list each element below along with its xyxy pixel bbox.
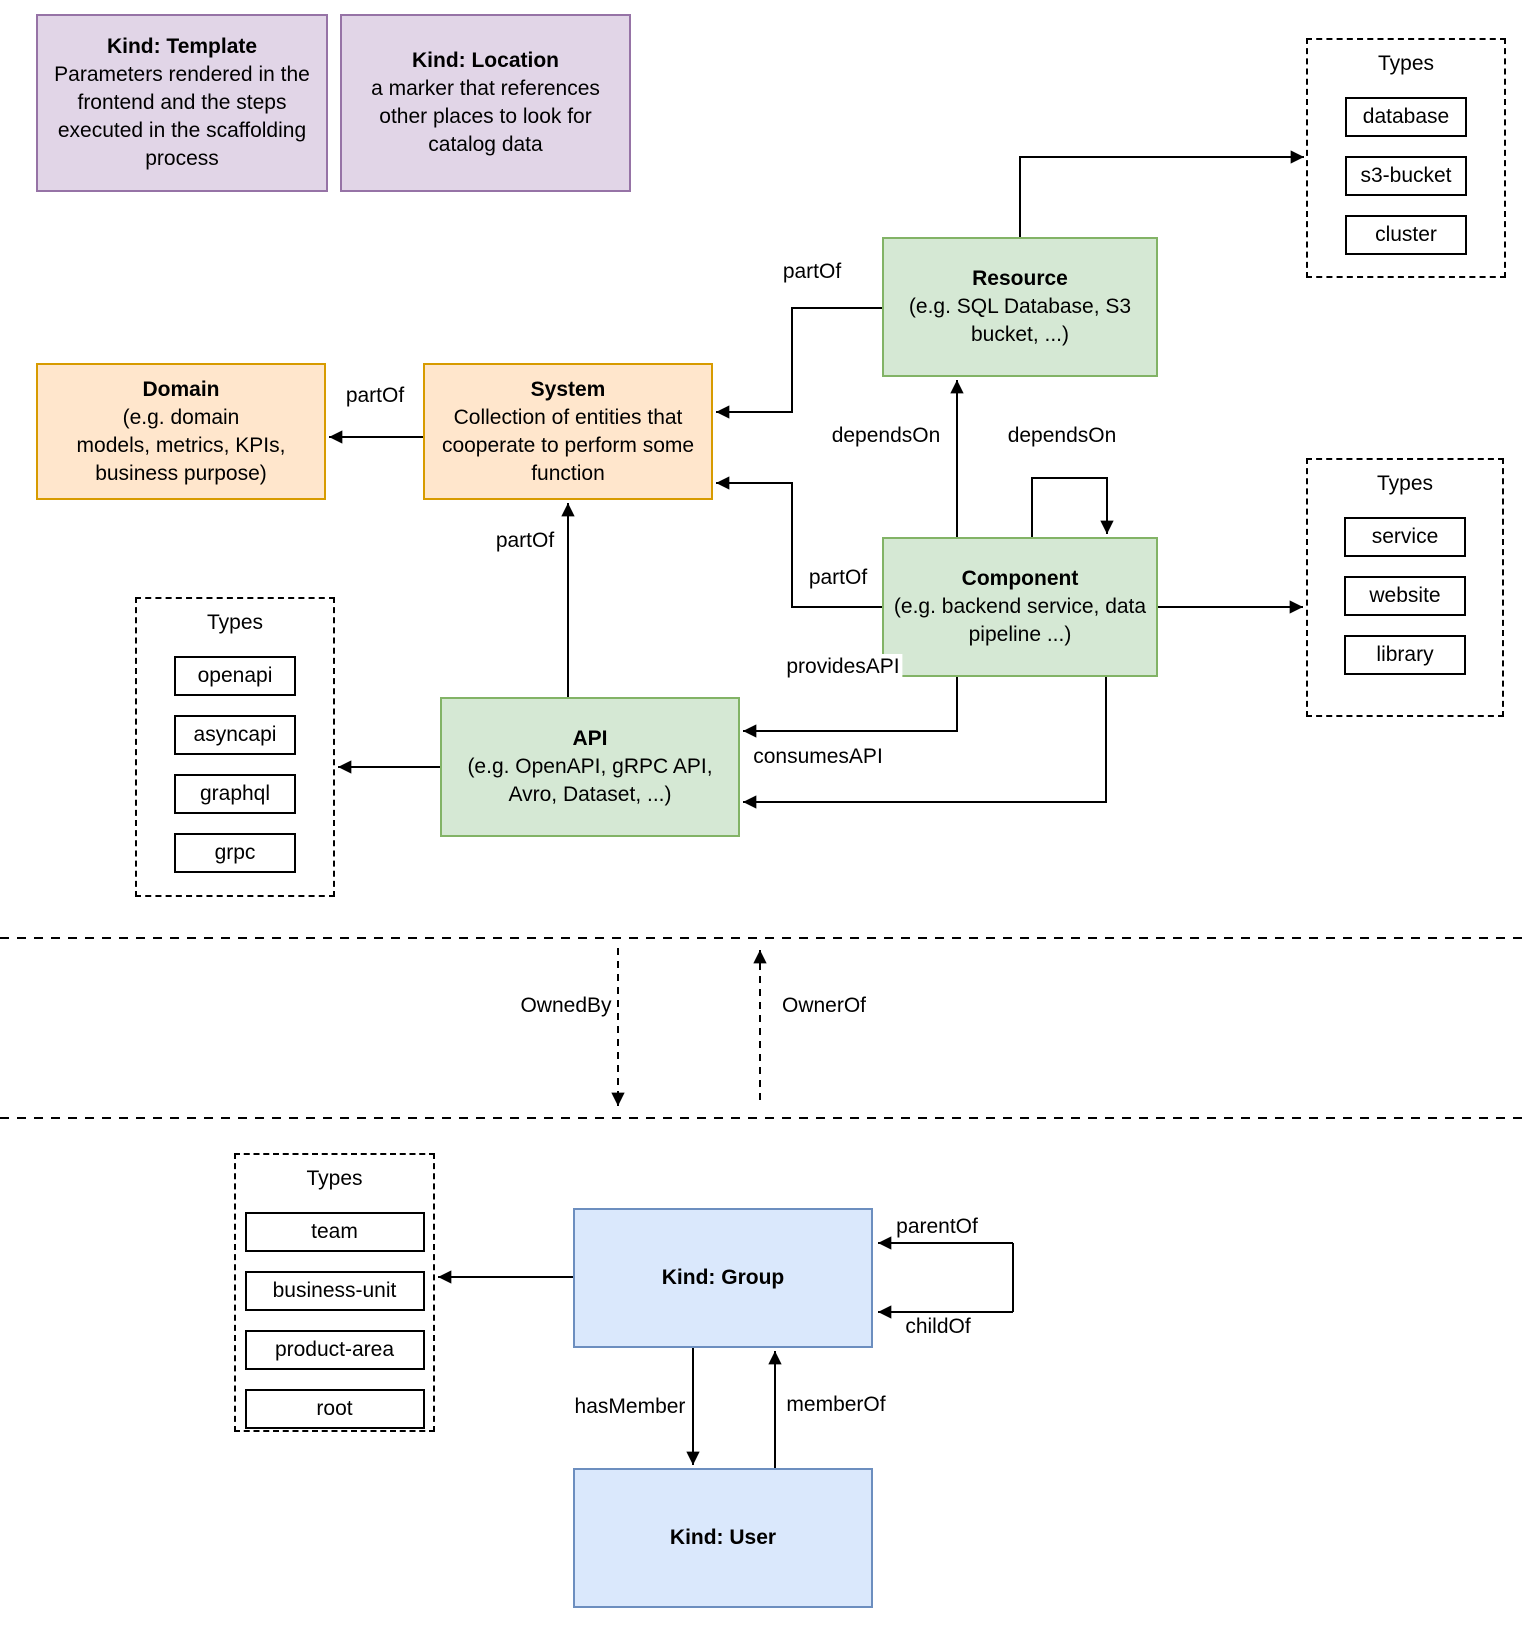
edge-label-dependson-self: dependsOn <box>1004 423 1120 449</box>
type-item: business-unit <box>244 1271 425 1311</box>
type-item: service <box>1344 517 1466 557</box>
type-item: library <box>1344 635 1466 675</box>
type-item: graphql <box>174 774 296 814</box>
type-item: database <box>1345 97 1467 137</box>
type-item: s3-bucket <box>1345 156 1467 196</box>
node-kind-template: Kind: Template Parameters rendered in th… <box>36 14 328 192</box>
edge-component-dependson-self <box>1031 477 1114 537</box>
edge-component-partof-system <box>716 476 882 608</box>
edge-label-ownedby: OwnedBy <box>517 993 615 1019</box>
type-item: grpc <box>174 833 296 873</box>
edge-label-partof-resource: partOf <box>779 259 845 285</box>
node-domain: Domain (e.g. domain models, metrics, KPI… <box>36 363 326 500</box>
node-title: Kind: Template <box>106 35 258 58</box>
panel-group-types: Types team business-unit product-area ro… <box>234 1153 435 1432</box>
edge-label-partof-component: partOf <box>805 565 871 591</box>
panel-resource-types: Types database s3-bucket cluster <box>1306 38 1506 278</box>
edge-label-partof-system: partOf <box>342 383 408 409</box>
node-title: API <box>572 727 608 750</box>
node-component: Component (e.g. backend service, data pi… <box>882 537 1158 677</box>
node-title: Kind: Group <box>661 1266 785 1289</box>
edge-label-providesapi: providesAPI <box>783 654 903 680</box>
type-item: root <box>244 1389 425 1429</box>
panel-title: Types <box>1376 472 1434 495</box>
node-api: API (e.g. OpenAPI, gRPC API, Avro, Datas… <box>440 697 740 837</box>
node-title: Kind: User <box>669 1526 777 1549</box>
edge-label-ownerof: OwnerOf <box>778 993 870 1019</box>
panel-title: Types <box>306 1167 363 1190</box>
node-resource: Resource (e.g. SQL Database, S3 bucket, … <box>882 237 1158 377</box>
node-title: Kind: Location <box>412 49 559 72</box>
node-system: System Collection of entities that coope… <box>423 363 713 500</box>
edge-resource-to-types <box>1019 150 1304 237</box>
type-item: asyncapi <box>174 715 296 755</box>
type-item: product-area <box>244 1330 425 1370</box>
edge-resource-partof-system <box>716 307 882 419</box>
node-kind-group: Kind: Group <box>573 1208 873 1348</box>
type-item: openapi <box>174 656 296 696</box>
edge-label-consumesapi: consumesAPI <box>750 744 886 770</box>
type-item: team <box>244 1212 425 1252</box>
panel-title: Types <box>1377 52 1435 75</box>
edge-label-hasmember: hasMember <box>571 1394 689 1420</box>
node-title: Component <box>961 567 1079 590</box>
node-description: (e.g. domain models, metrics, KPIs, busi… <box>76 405 286 485</box>
node-kind-location: Kind: Location a marker that references … <box>340 14 631 192</box>
node-description: (e.g. OpenAPI, gRPC API, Avro, Dataset, … <box>467 755 713 806</box>
node-description: (e.g. SQL Database, S3 bucket, ...) <box>908 295 1132 346</box>
node-title: System <box>530 377 606 401</box>
node-description: Collection of entities that cooperate to… <box>441 405 695 485</box>
edge-label-dependson-resource: dependsOn <box>828 423 944 449</box>
node-description: a marker that references other places to… <box>371 77 600 156</box>
node-title: Resource <box>972 267 1068 290</box>
panel-api-types: Types openapi asyncapi graphql grpc <box>135 597 335 897</box>
node-description: Parameters rendered in the frontend and … <box>54 63 310 170</box>
edge-label-childof: childOf <box>902 1314 974 1340</box>
edge-component-consumesapi-api <box>743 677 1107 809</box>
node-kind-user: Kind: User <box>573 1468 873 1608</box>
panel-title: Types <box>206 611 264 634</box>
edge-label-memberof: memberOf <box>783 1392 889 1418</box>
node-title: Domain <box>142 377 220 401</box>
node-description: (e.g. backend service, data pipeline ...… <box>893 595 1147 646</box>
edge-label-parentof: parentOf <box>893 1214 981 1240</box>
type-item: website <box>1344 576 1466 616</box>
edge-label-partof-api: partOf <box>492 528 558 554</box>
edge-component-providesapi-api <box>743 677 958 738</box>
type-item: cluster <box>1345 215 1467 255</box>
panel-component-types: Types service website library <box>1306 458 1504 717</box>
